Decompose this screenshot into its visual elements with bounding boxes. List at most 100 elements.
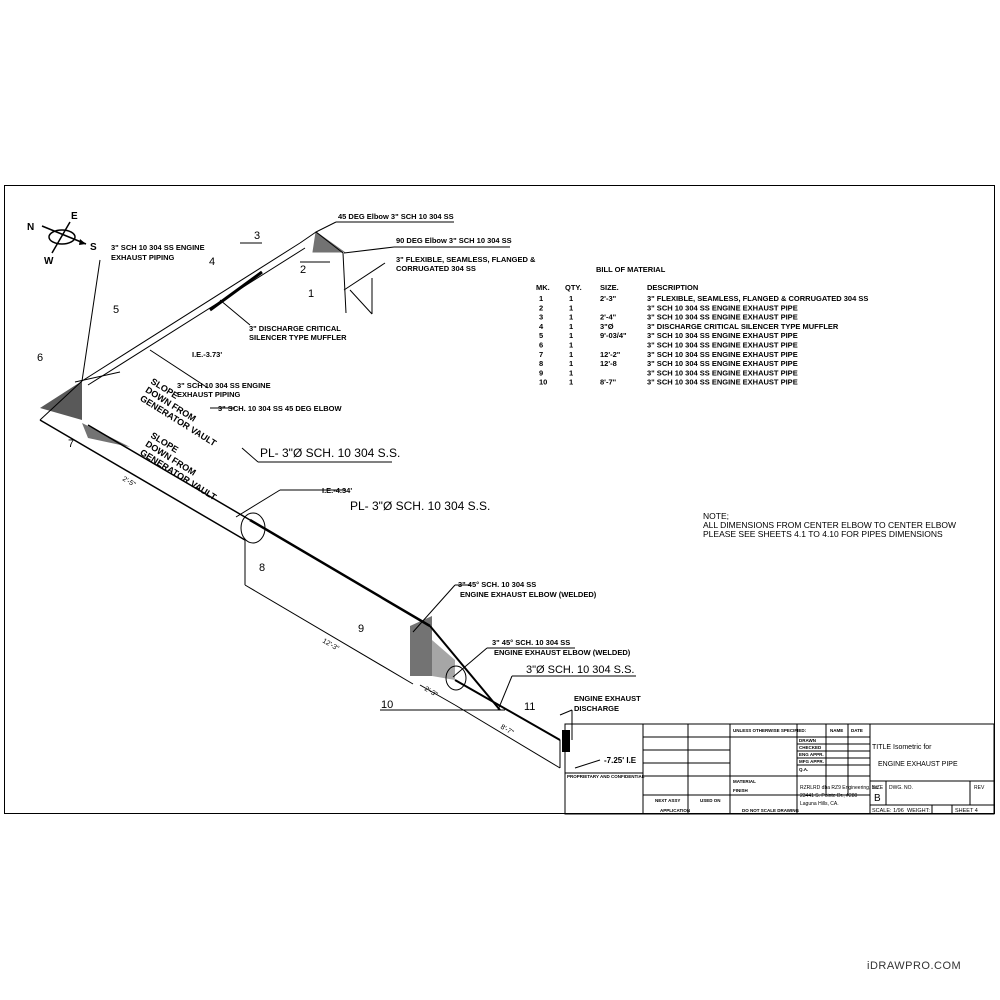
callout-pl-2: PL- 3"Ø SCH. 10 304 S.S.: [350, 499, 490, 513]
watermark: iDRAWPRO.COM: [867, 960, 962, 972]
callout-muffler-2: SILENCER TYPE MUFFLER: [249, 333, 347, 342]
bom-cell: 10: [539, 378, 547, 387]
callout-exhaust-piping-top-2: EXHAUST PIPING: [111, 253, 175, 262]
bom-header-mk: MK.: [536, 283, 550, 292]
tb-next-assy: NEXT ASSY: [655, 798, 680, 803]
mark-8: 8: [259, 562, 265, 574]
compass-south: S: [90, 242, 97, 253]
callout-ie-725: -7.25' I.E: [604, 756, 637, 765]
callout-elbow-45-top: 45 DEG Elbow 3" SCH 10 304 SS: [338, 212, 454, 221]
bom-cell: 9'-03/4": [600, 331, 627, 340]
bom-cell: 2'-3": [600, 294, 617, 303]
tb-size: B: [874, 793, 881, 804]
bom-cell: 1: [569, 313, 573, 322]
tb-sheet: SHEET 4: [955, 808, 978, 814]
callout-flexible-1: 3" FLEXIBLE, SEAMLESS, FLANGED &: [396, 255, 536, 264]
tb-title: ENGINE EXHAUST PIPE: [878, 761, 958, 768]
tb-used-on: USED ON: [700, 798, 721, 803]
tb-scale: SCALE: 1/96: [872, 808, 904, 814]
tb-row-checked: CHECKED: [799, 745, 822, 750]
bom-cell: 3" DISCHARGE CRITICAL SILENCER TYPE MUFF…: [647, 322, 839, 331]
bom-header-description: DESCRIPTION: [647, 283, 698, 292]
mark-10: 10: [381, 699, 393, 711]
bom-cell: 3"Ø: [600, 322, 614, 331]
title-block: [564, 723, 995, 815]
bom-cell: 8: [539, 359, 543, 368]
bom-cell: 3" SCH 10 304 SS ENGINE EXHAUST PIPE: [647, 368, 798, 377]
mark-5: 5: [113, 304, 119, 316]
bom-title: BILL OF MATERIAL: [596, 265, 666, 274]
note-line-1: ALL DIMENSIONS FROM CENTER ELBOW TO CENT…: [703, 520, 956, 530]
bom-cell: 5: [539, 331, 543, 340]
tb-title-label: TITLE Isometric for: [872, 744, 932, 751]
mark-7: 7: [68, 438, 74, 450]
bom-cell: 1: [569, 359, 573, 368]
note-line-2: PLEASE SEE SHEETS 4.1 TO 4.10 FOR PIPES …: [703, 529, 943, 539]
title-block-text: UNLESS OTHERWISE SPECIFIED: NAME DATE DR…: [567, 728, 985, 814]
callout-welded1-2: ENGINE EXHAUST ELBOW (WELDED): [460, 590, 597, 599]
callout-exhaust-piping-mid-2: EXHAUST PIPING: [177, 390, 241, 399]
lower-pipe-run: [39, 371, 636, 769]
callout-exhaust-piping-top-1: 3" SCH 10 304 SS ENGINE: [111, 243, 205, 252]
bom-cell: 3" FLEXIBLE, SEAMLESS, FLANGED & CORRUGA…: [647, 294, 868, 303]
tb-do-not-scale: DO NOT SCALE DRAWING: [742, 808, 799, 813]
dim-2-5: 2'-5": [121, 476, 137, 489]
bom-cell: 1: [569, 303, 573, 312]
bom-cell: 3" SCH 10 304 SS ENGINE EXHAUST PIPE: [647, 359, 798, 368]
callout-welded1-1: 3" 45° SCH. 10 304 SS: [458, 580, 536, 589]
note-block: NOTE; ALL DIMENSIONS FROM CENTER ELBOW T…: [703, 511, 956, 539]
compass-north: N: [27, 222, 34, 233]
callout-ie-373: I.E.-3.73': [192, 350, 222, 359]
bom-cell: 1: [569, 368, 573, 377]
bill-of-material: BILL OF MATERIAL MK. QTY. SIZE. DESCRIPT…: [536, 265, 868, 387]
callout-discharge-2: DISCHARGE: [574, 704, 619, 713]
tb-name: NAME: [830, 728, 843, 733]
bom-cell: 3" SCH 10 304 SS ENGINE EXHAUST PIPE: [647, 341, 798, 350]
callout-pl-1: PL- 3"Ø SCH. 10 304 S.S.: [260, 446, 400, 460]
bom-cell: 4: [539, 322, 544, 331]
callout-elbow-45-mid: 3" SCH. 10 304 SS 45 DEG ELBOW: [218, 404, 343, 413]
bom-header-size: SIZE.: [600, 283, 619, 292]
bom-cell: 1: [569, 378, 573, 387]
mark-4: 4: [209, 256, 215, 268]
mark-3: 3: [254, 230, 260, 242]
bom-cell: 3: [539, 313, 543, 322]
bom-cell: 12'-2": [600, 350, 621, 359]
bom-cell: 1: [569, 350, 573, 359]
bom-cell: 1: [539, 294, 543, 303]
bom-cell: 2'-4": [600, 313, 617, 322]
tb-material: MATERIAL: [733, 779, 756, 784]
compass-west: W: [44, 256, 54, 267]
mark-11: 11: [524, 701, 535, 713]
slope2-line3: GENERATOR VAULT: [138, 447, 218, 502]
dim-8-7: 8'-7": [499, 724, 515, 737]
bom-cell: 1: [569, 294, 573, 303]
bom-cell: 2: [539, 303, 543, 312]
mark-1: 1: [308, 288, 314, 300]
bom-cell: 1: [569, 322, 573, 331]
tb-dwg-label: DWG. NO.: [889, 785, 913, 791]
bom-cell: 6: [539, 341, 543, 350]
bom-cell: 3" SCH 10 304 SS ENGINE EXHAUST PIPE: [647, 378, 798, 387]
callout-exhaust-piping-mid-1: 3" SCH 10 304 SS ENGINE: [177, 381, 271, 390]
bom-cell: 7: [539, 350, 543, 359]
tb-row-mfg: MFG APPR.: [799, 759, 824, 764]
callout-ie-434: I.E.-4.34': [322, 486, 352, 495]
tb-date: DATE: [851, 728, 863, 733]
tb-size-label: SIZE: [872, 785, 884, 791]
hatched-elbows: [40, 381, 570, 752]
tb-row-qa: Q.A.: [799, 767, 808, 772]
tb-company-3: Laguna Hills, CA.: [800, 801, 839, 807]
dim-2-3: 2'-3": [423, 686, 439, 699]
bom-cell: 12'-8: [600, 359, 617, 368]
tb-row-eng: ENG APPR.: [799, 752, 824, 757]
callout-pipe3: 3"Ø SCH. 10 304 S.S.: [526, 664, 634, 676]
bom-cell: 3" SCH 10 304 SS ENGINE EXHAUST PIPE: [647, 350, 798, 359]
mark-9: 9: [358, 623, 364, 635]
bom-header-qty: QTY.: [565, 283, 582, 292]
callouts: 3" SCH 10 304 SS ENGINE EXHAUST PIPING 4…: [111, 212, 641, 765]
callout-flexible-2: CORRUGATED 304 SS: [396, 264, 476, 273]
compass-icon: N E S W: [27, 211, 97, 267]
